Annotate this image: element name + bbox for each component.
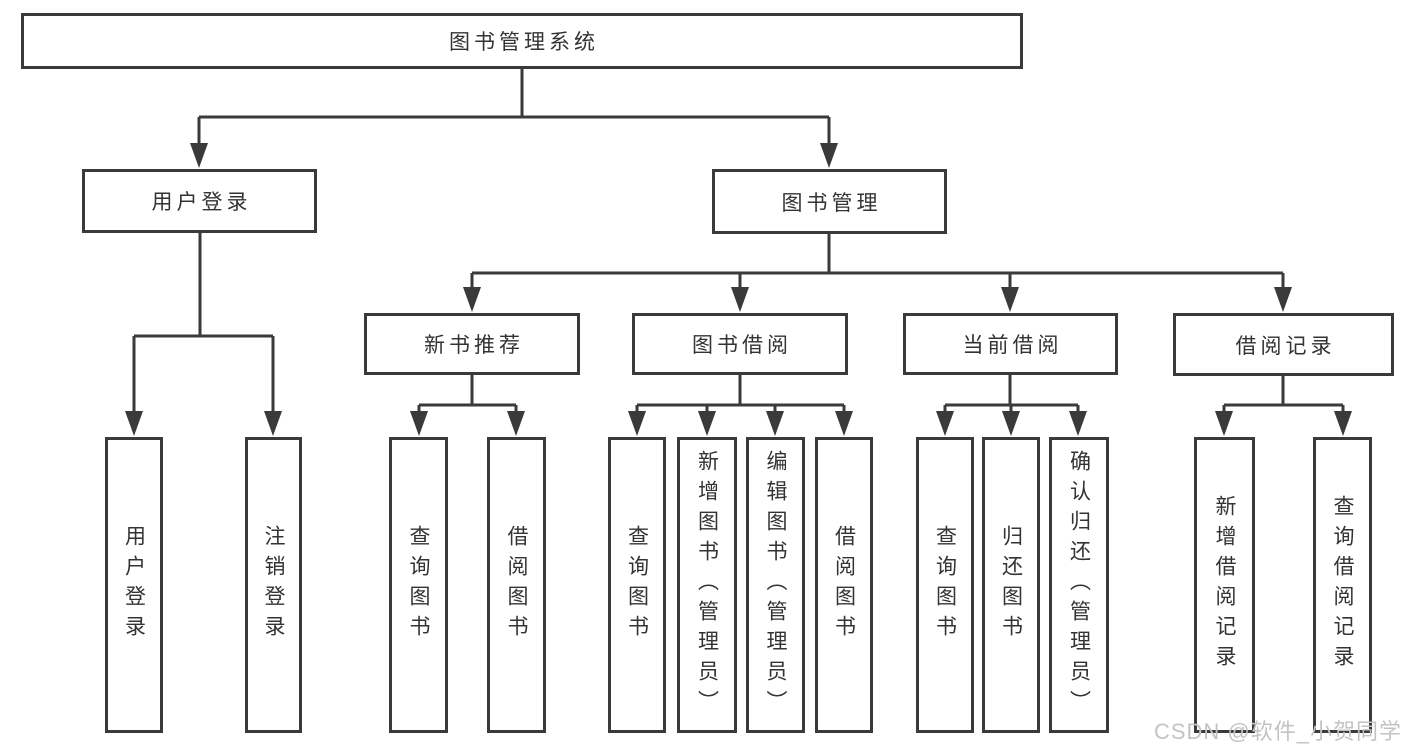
arrowhead-icon xyxy=(1215,411,1233,436)
arrowhead-icon xyxy=(125,411,143,436)
leaf-logout: 注销登录 xyxy=(245,437,302,733)
leaf-add-borrow-record: 新增借阅记录 xyxy=(1194,437,1255,733)
node-new-book-recommendation: 新书推荐 xyxy=(364,313,580,375)
node-borrowing-records: 借阅记录 xyxy=(1173,313,1394,376)
node-book-management: 图书管理 xyxy=(712,169,947,234)
arrowhead-icon xyxy=(820,143,838,168)
leaf-query-books-1: 查询图书 xyxy=(389,437,448,733)
arrowhead-icon xyxy=(936,411,954,436)
arrowhead-icon xyxy=(463,287,481,312)
node-book-borrowing: 图书借阅 xyxy=(632,313,848,375)
leaf-confirm-return-admin: 确认归还（管理员） xyxy=(1049,437,1109,733)
arrowhead-icon xyxy=(731,287,749,312)
leaf-query-borrow-record: 查询借阅记录 xyxy=(1313,437,1372,733)
arrowhead-icon xyxy=(1069,411,1087,436)
arrowhead-icon xyxy=(1002,411,1020,436)
leaf-add-book-admin: 新增图书（管理员） xyxy=(677,437,737,733)
arrowhead-icon xyxy=(698,411,716,436)
leaf-query-books-3: 查询图书 xyxy=(916,437,974,733)
watermark: CSDN @软件_小贺同学 xyxy=(1153,719,1402,744)
arrowhead-icon xyxy=(1274,287,1292,312)
arrowhead-icon xyxy=(835,411,853,436)
leaf-return-book: 归还图书 xyxy=(982,437,1040,733)
leaf-borrow-books-1: 借阅图书 xyxy=(487,437,546,733)
arrowhead-icon xyxy=(1001,287,1019,312)
arrowhead-icon xyxy=(507,411,525,436)
arrowhead-icon xyxy=(264,411,282,436)
arrowhead-icon xyxy=(766,411,784,436)
arrowhead-icon xyxy=(410,411,428,436)
leaf-edit-book-admin: 编辑图书（管理员） xyxy=(746,437,805,733)
leaf-borrow-books-2: 借阅图书 xyxy=(815,437,873,733)
arrowhead-icon xyxy=(190,143,208,168)
arrowhead-icon xyxy=(628,411,646,436)
node-library-management-system: 图书管理系统 xyxy=(21,13,1023,69)
node-current-borrowing: 当前借阅 xyxy=(903,313,1118,375)
node-user-login: 用户登录 xyxy=(82,169,317,233)
leaf-user-login: 用户登录 xyxy=(105,437,163,733)
leaf-query-books-2: 查询图书 xyxy=(608,437,666,733)
arrowhead-icon xyxy=(1334,411,1352,436)
